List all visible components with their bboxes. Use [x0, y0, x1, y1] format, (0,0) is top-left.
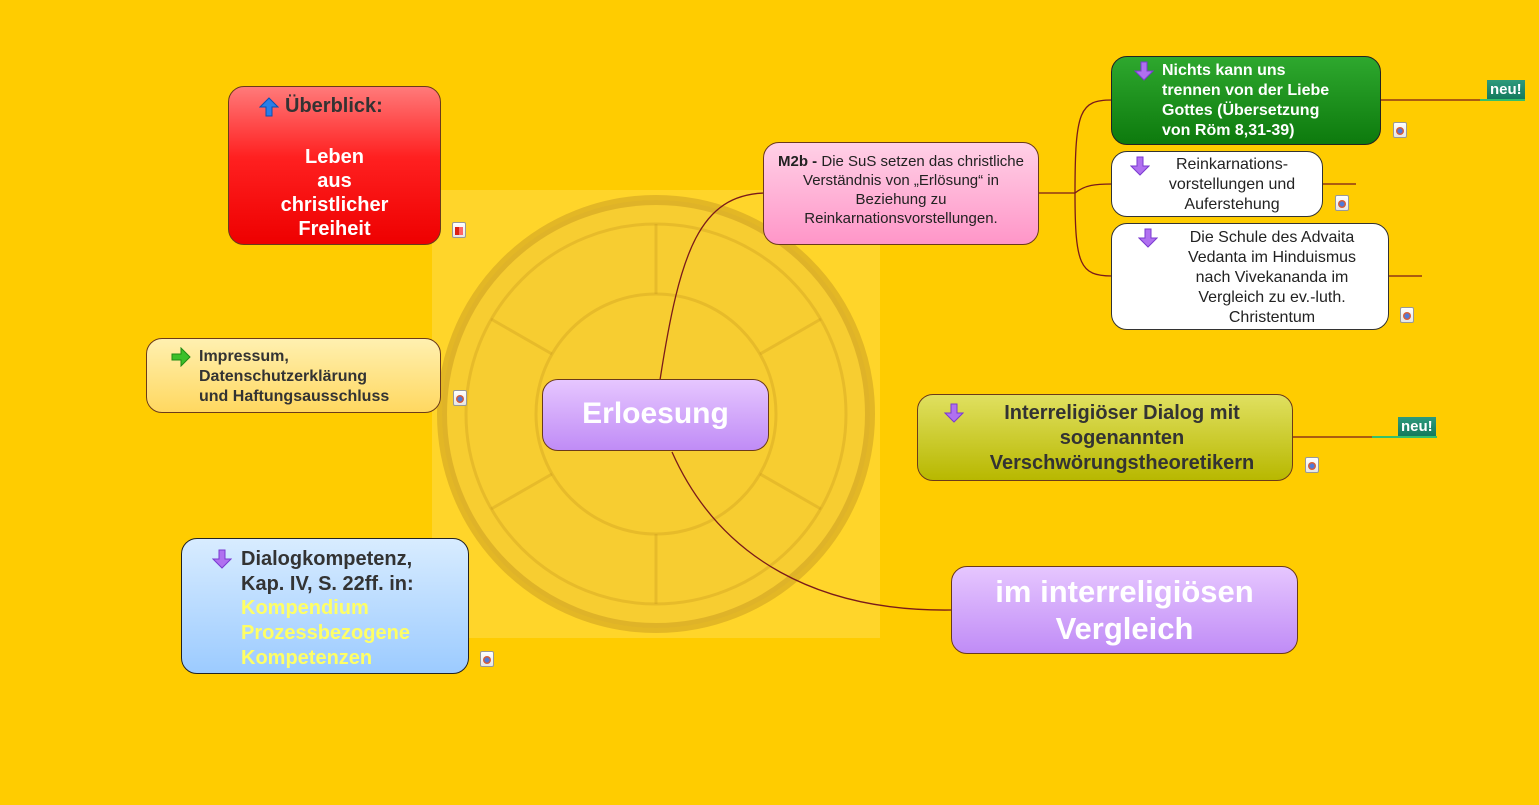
dialog-competence-text: Dialogkompetenz, Kap. IV, S. 22ff. in:	[241, 548, 414, 595]
dialog-competence-link[interactable]: Kompendium Prozessbezogene Kompetenzen	[241, 597, 410, 669]
arrow-up-icon	[259, 97, 279, 117]
web-link-icon[interactable]	[1393, 122, 1407, 138]
m2b-node[interactable]: M2b - Die SuS setzen das christliche Ver…	[763, 142, 1039, 245]
comparison-text: im interreligiösen Vergleich	[995, 574, 1254, 646]
overview-node[interactable]: Überblick: Leben aus christlicher Freihe…	[228, 86, 441, 245]
arrow-down-icon	[1130, 156, 1150, 176]
web-link-icon[interactable]	[453, 390, 467, 406]
advaita-node[interactable]: Die Schule des Advaita Vedanta im Hindui…	[1111, 223, 1389, 330]
reincarnation-node[interactable]: Reinkarnations- vorstellungen und Aufers…	[1111, 151, 1323, 217]
imprint-node[interactable]: Impressum, Datenschutzerklärung und Haft…	[146, 338, 441, 413]
m2b-text: M2b - Die SuS setzen das christliche Ver…	[772, 152, 1030, 228]
dialog-competence-node[interactable]: Dialogkompetenz, Kap. IV, S. 22ff. in: K…	[181, 538, 469, 674]
new-badge: neu!	[1487, 80, 1525, 101]
web-link-icon[interactable]	[480, 651, 494, 667]
arrow-down-icon	[1138, 228, 1158, 248]
m2b-code: M2b -	[778, 153, 818, 170]
overview-text: Leben aus christlicher Freiheit	[280, 146, 389, 240]
web-link-icon[interactable]	[1305, 457, 1319, 473]
m2b-description: Die SuS setzen das christliche Verständn…	[803, 153, 1024, 227]
arrow-right-icon	[171, 347, 191, 367]
pdf-attachment-icon[interactable]	[452, 222, 466, 238]
romans-node[interactable]: Nichts kann uns trennen von der Liebe Go…	[1111, 56, 1381, 145]
new-badge: neu!	[1398, 417, 1436, 438]
central-topic[interactable]: Erloesung	[542, 379, 769, 451]
comparison-node[interactable]: im interreligiösen Vergleich	[951, 566, 1298, 654]
arrow-down-icon	[1134, 61, 1154, 81]
arrow-down-icon	[944, 403, 964, 423]
central-topic-label: Erloesung	[582, 397, 729, 430]
imprint-text: Impressum, Datenschutzerklärung und Haft…	[199, 348, 390, 405]
web-link-icon[interactable]	[1400, 307, 1414, 323]
web-link-icon[interactable]	[1335, 195, 1349, 211]
reincarnation-text: Reinkarnations- vorstellungen und Aufers…	[1168, 156, 1296, 213]
romans-text: Nichts kann uns trennen von der Liebe Go…	[1162, 62, 1330, 139]
conspiracy-dialog-text: Interreligiöser Dialog mit sogenannten V…	[989, 402, 1255, 474]
overview-title: Überblick:	[285, 95, 383, 117]
arrow-down-icon	[212, 549, 232, 569]
conspiracy-dialog-node[interactable]: Interreligiöser Dialog mit sogenannten V…	[917, 394, 1293, 481]
advaita-text: Die Schule des Advaita Vedanta im Hindui…	[1187, 229, 1357, 326]
